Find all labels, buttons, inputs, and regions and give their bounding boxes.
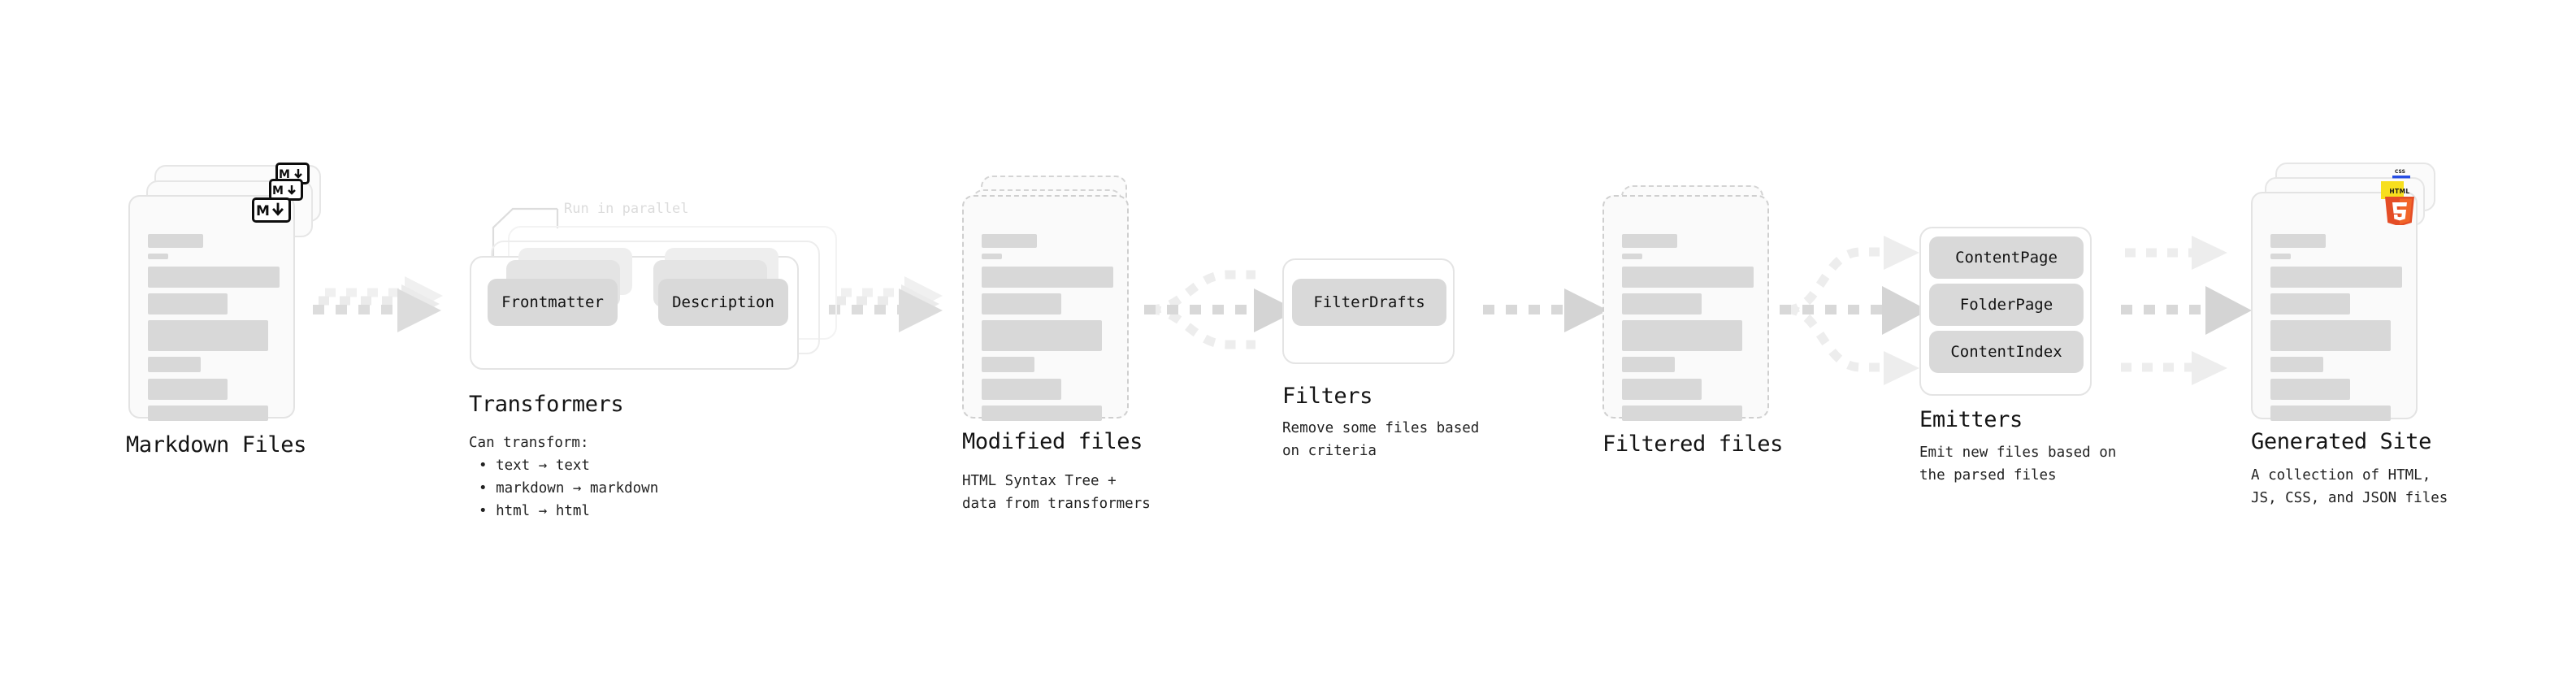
svg-text:M: M <box>256 203 270 218</box>
markdown-files-title: Markdown Files <box>126 432 306 458</box>
html5-badge-icon: HTML <box>2382 186 2418 228</box>
css3-badge-icon: CSS <box>2392 167 2410 183</box>
generated-site-subtitle: A collection of HTML, JS, CSS, and JSON … <box>2251 467 2448 507</box>
transformer-chip-frontmatter[interactable]: Frontmatter <box>488 279 618 326</box>
transformers-bullet-2: • html → html <box>479 503 590 519</box>
filter-chip-filterdrafts[interactable]: FilterDrafts <box>1292 279 1446 326</box>
connector-emitters-to-site <box>2121 236 2252 385</box>
connector-markdown-to-transformers <box>313 276 443 332</box>
modified-files-subtitle: HTML Syntax Tree + data from transformer… <box>962 473 1151 513</box>
filtered-document[interactable] <box>1602 195 1769 421</box>
connector-filters-to-filtered <box>1483 288 1608 332</box>
js-badge-icon <box>2381 181 2404 202</box>
transformers-subtitle: Can transform: <box>469 435 589 451</box>
filtered-doc-bars <box>1604 197 1767 421</box>
emitter-chip-folderpage[interactable]: FolderPage <box>1929 284 2084 326</box>
transformers-bullet-1: • markdown → markdown <box>479 480 659 497</box>
transformers-title: Transformers <box>469 392 624 417</box>
markdown-badge-mid: M <box>269 179 303 201</box>
svg-text:HTML: HTML <box>2389 188 2409 195</box>
emitter-chip-contentindex[interactable]: ContentIndex <box>1929 331 2084 373</box>
connector-transformers-to-modified <box>829 276 943 332</box>
modified-doc-bars <box>964 197 1127 421</box>
filtered-files-title: Filtered files <box>1602 432 1783 457</box>
generated-site-document[interactable] <box>2251 192 2418 421</box>
modified-files-title: Modified files <box>962 429 1143 454</box>
transformers-bullet-0: • text → text <box>479 458 590 474</box>
markdown-doc-bars <box>130 197 293 421</box>
svg-text:M: M <box>279 168 290 180</box>
connector-filtered-to-emitters <box>1780 236 1928 385</box>
markdown-document[interactable] <box>128 195 295 421</box>
filters-title: Filters <box>1282 384 1373 409</box>
connector-modified-to-filters <box>1144 270 1298 349</box>
modified-document[interactable] <box>962 195 1129 421</box>
run-in-parallel-label: Run in parallel <box>564 201 689 217</box>
generated-site-title: Generated Site <box>2251 429 2431 454</box>
svg-text:CSS: CSS <box>2395 169 2405 175</box>
filters-subtitle: Remove some files based on criteria <box>1282 420 1480 460</box>
transformer-chip-description[interactable]: Description <box>658 279 788 326</box>
svg-text:M: M <box>272 184 284 197</box>
emitter-chip-contentpage[interactable]: ContentPage <box>1929 236 2084 279</box>
emitters-title: Emitters <box>1919 407 2023 432</box>
markdown-badge-icon: M <box>252 197 291 223</box>
emitters-subtitle: Emit new files based on the parsed files <box>1919 445 2117 484</box>
site-doc-bars <box>2253 193 2416 421</box>
